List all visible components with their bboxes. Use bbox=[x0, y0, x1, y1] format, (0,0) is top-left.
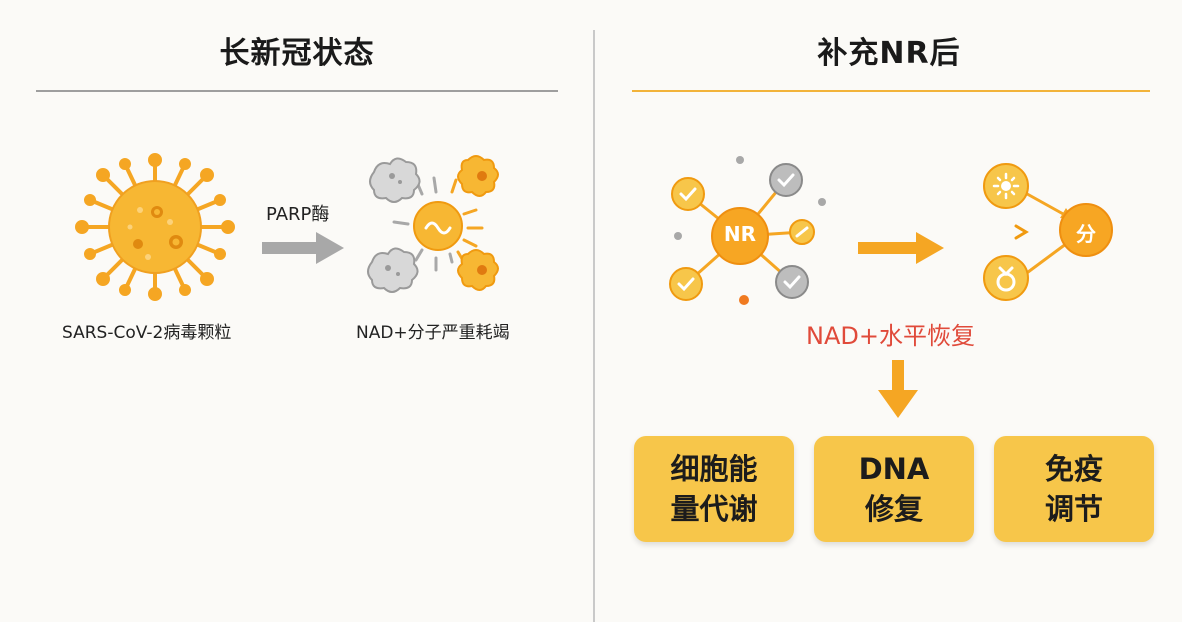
parp-label: PARP酶 bbox=[266, 204, 330, 225]
gray-arrow-icon bbox=[262, 232, 344, 264]
right-title-rule bbox=[632, 90, 1150, 92]
depletion-caption: NAD+分子严重耗竭 bbox=[356, 323, 510, 343]
card-immune-regulation: 免疫调节 bbox=[994, 436, 1154, 542]
card-dna-label: DNA修复 bbox=[858, 452, 930, 526]
virus-icon bbox=[75, 153, 235, 301]
nr-label: NR bbox=[723, 222, 757, 246]
left-title-rule bbox=[36, 90, 558, 92]
nad-cycle-icon bbox=[983, 163, 1113, 301]
nad-depletion-icon bbox=[367, 155, 499, 293]
card-immune-label: 免疫调节 bbox=[1044, 452, 1103, 526]
nr-supplement-panel: 补充NR后 NR bbox=[596, 0, 1182, 622]
card-energy-metabolism: 细胞能量代谢 bbox=[634, 436, 794, 542]
long-covid-panel: 长新冠状态 bbox=[36, 36, 558, 343]
left-title: 长新冠状态 bbox=[219, 36, 375, 71]
node-label: 分 bbox=[1076, 222, 1096, 246]
virus-caption: SARS-CoV-2病毒颗粒 bbox=[62, 323, 232, 343]
center-divider bbox=[593, 30, 595, 622]
down-arrow-icon bbox=[878, 360, 918, 418]
orange-arrow-icon bbox=[858, 232, 944, 264]
right-title: 补充NR后 bbox=[817, 36, 961, 71]
card-dna-repair: DNA修复 bbox=[814, 436, 974, 542]
nr-molecule-icon bbox=[669, 156, 826, 305]
card-energy-label: 细胞能量代谢 bbox=[670, 452, 758, 526]
nad-restore-caption: NAD+水平恢复 bbox=[806, 322, 975, 350]
